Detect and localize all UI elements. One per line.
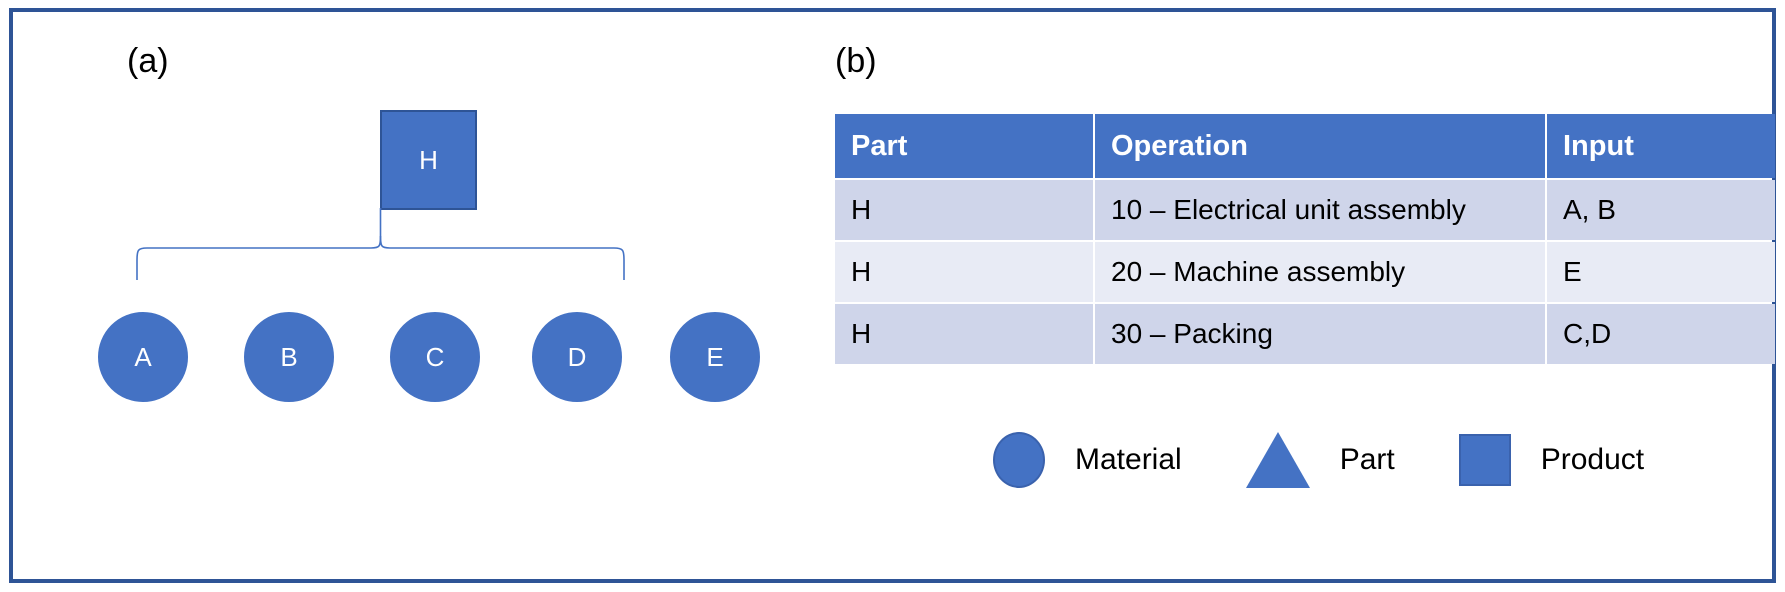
square-icon — [1458, 434, 1511, 486]
table-header-row: Part Operation Input — [835, 114, 1775, 178]
cell-part: H — [835, 180, 1093, 240]
triangle-icon — [1245, 432, 1310, 488]
legend-label-product: Product — [1540, 443, 1645, 476]
figure-outer-border: (a) H A B C D E (b) Part Operation — [9, 8, 1776, 583]
cell-operation: 20 – Machine assembly — [1095, 242, 1545, 302]
column-header-part: Part — [835, 114, 1093, 178]
tree-node-material-c: C — [390, 312, 480, 402]
tree-node-material-a: A — [98, 312, 188, 402]
table-row: H 20 – Machine assembly E — [835, 242, 1775, 302]
panel-b-label: (b) — [835, 42, 877, 80]
legend-label-material: Material — [1075, 443, 1182, 476]
cell-part: H — [835, 242, 1093, 302]
legend-item-product: Product — [1458, 434, 1645, 486]
cell-input: E — [1547, 242, 1775, 302]
tree-node-material-e: E — [670, 312, 760, 402]
cell-input: C,D — [1547, 304, 1775, 364]
tree-node-product-h: H — [380, 110, 477, 210]
cell-part: H — [835, 304, 1093, 364]
panel-a-label: (a) — [127, 42, 169, 80]
legend-item-part: Part — [1245, 432, 1395, 488]
circle-icon — [993, 432, 1045, 488]
cell-input: A, B — [1547, 180, 1775, 240]
column-header-operation: Operation — [1095, 114, 1545, 178]
legend-label-part: Part — [1339, 443, 1395, 476]
tree-connector-brace — [136, 208, 625, 280]
cell-operation: 10 – Electrical unit assembly — [1095, 180, 1545, 240]
tree-node-material-b: B — [244, 312, 334, 402]
table-row: H 30 – Packing C,D — [835, 304, 1775, 364]
column-header-input: Input — [1547, 114, 1775, 178]
table-row: H 10 – Electrical unit assembly A, B — [835, 180, 1775, 240]
tree-node-material-d: D — [532, 312, 622, 402]
legend-item-material: Material — [993, 432, 1182, 488]
figure-legend: Material Part Product — [993, 432, 1644, 488]
routing-table: Part Operation Input H 10 – Electrical u… — [833, 112, 1777, 366]
cell-operation: 30 – Packing — [1095, 304, 1545, 364]
